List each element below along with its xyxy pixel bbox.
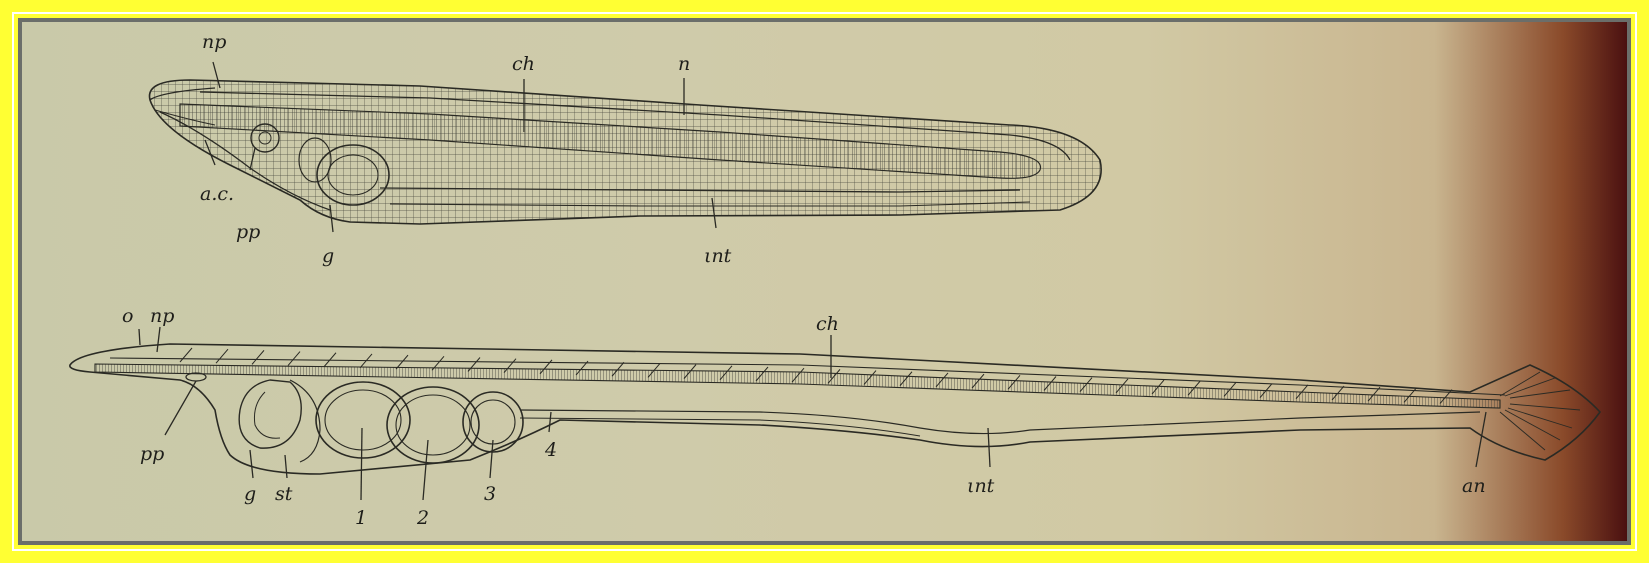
lower-label-int: ιnt xyxy=(967,475,995,497)
lower-label-an: an xyxy=(1462,475,1486,497)
lower-larva xyxy=(70,344,1600,474)
upper-label-np: np xyxy=(202,31,226,53)
lower-label-np: np xyxy=(150,305,174,327)
lower-tail-fin xyxy=(1500,372,1580,450)
upper-label-pp: pp xyxy=(236,221,260,243)
upper-label-g: g xyxy=(322,245,334,267)
upper-label-ac: a.c. xyxy=(200,183,234,205)
myotome-line xyxy=(180,348,192,362)
lower-label-o: o xyxy=(122,305,133,327)
lower-label-gill-1: 1 xyxy=(355,507,367,529)
upper-label-ch: ch xyxy=(512,53,535,75)
lower-label-st: st xyxy=(275,483,293,505)
lower-label-gill-4: 4 xyxy=(544,439,557,461)
upper-label-n: n xyxy=(678,53,690,75)
myotome-line xyxy=(252,350,264,364)
lower-label-g: g xyxy=(244,483,256,505)
myotome-line xyxy=(216,349,228,363)
lower-label-gill-3: 3 xyxy=(484,483,496,505)
lower-notochord xyxy=(95,364,1500,408)
lower-label-gill-2: 2 xyxy=(416,507,429,529)
lower-label-pp: pp xyxy=(140,443,164,465)
lower-label-ch: ch xyxy=(816,313,839,335)
lower-body-outline xyxy=(70,344,1600,474)
lower-leader-lines xyxy=(139,327,1486,500)
upper-label-int: ιnt xyxy=(704,245,732,267)
upper-embryo xyxy=(150,80,1102,224)
myotome-line xyxy=(288,352,300,366)
